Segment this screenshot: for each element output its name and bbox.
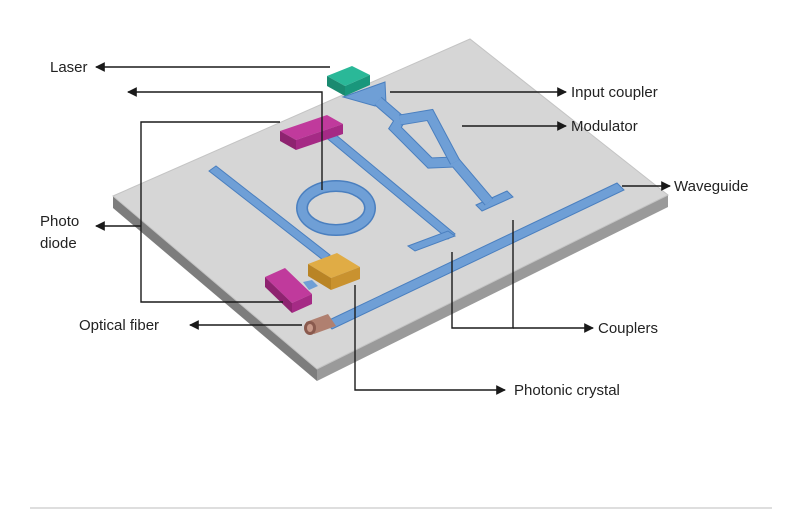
label-input-coupler: Input coupler — [571, 84, 658, 101]
label-laser: Laser — [50, 59, 88, 76]
ring-resonator — [296, 180, 376, 236]
chip-board — [112, 38, 669, 381]
modulator-mzi — [374, 96, 494, 206]
label-couplers: Couplers — [598, 320, 658, 337]
labels: Laser Input coupler Modulator Waveguide … — [40, 59, 749, 399]
photo-diode-top — [280, 115, 343, 150]
board-side-left — [113, 196, 317, 381]
label-optical-fiber: Optical fiber — [79, 317, 159, 334]
left-waveguide — [208, 165, 331, 261]
label-photo-diode-line1: Photo — [40, 213, 79, 230]
photonic-crystal-block — [308, 253, 360, 290]
label-waveguide: Waveguide — [674, 178, 749, 195]
label-photonic-crystal: Photonic crystal — [514, 382, 620, 399]
board-side-right — [317, 195, 668, 381]
label-modulator: Modulator — [571, 118, 638, 135]
photo-diode-bottom — [265, 268, 318, 313]
leader-lines — [95, 62, 671, 395]
laser-block — [327, 66, 370, 96]
waveguide-network — [208, 81, 625, 330]
optical-fiber-end — [304, 314, 336, 335]
coupler-stub-right — [475, 190, 514, 212]
coupler-stub-left — [406, 230, 457, 252]
label-photo-diode-line2: diode — [40, 235, 77, 252]
